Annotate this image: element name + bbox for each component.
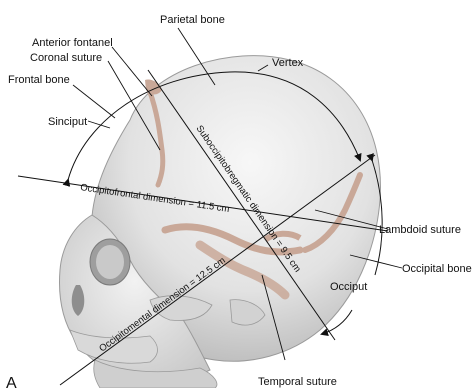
label-sinciput: Sinciput <box>48 116 87 128</box>
label-temporal-suture: Temporal suture <box>258 376 337 388</box>
panel-letter: A <box>6 375 17 388</box>
label-frontal-bone: Frontal bone <box>8 74 70 86</box>
label-occiput: Occiput <box>330 281 367 293</box>
label-vertex: Vertex <box>272 57 304 69</box>
label-lambdoid-suture: Lambdoid suture <box>379 224 461 236</box>
label-anterior-fontanel: Anterior fontanel <box>32 37 113 49</box>
label-occipital-bone: Occipital bone <box>402 263 472 275</box>
label-parietal-bone: Parietal bone <box>160 14 225 26</box>
label-coronal-suture: Coronal suture <box>30 52 102 64</box>
